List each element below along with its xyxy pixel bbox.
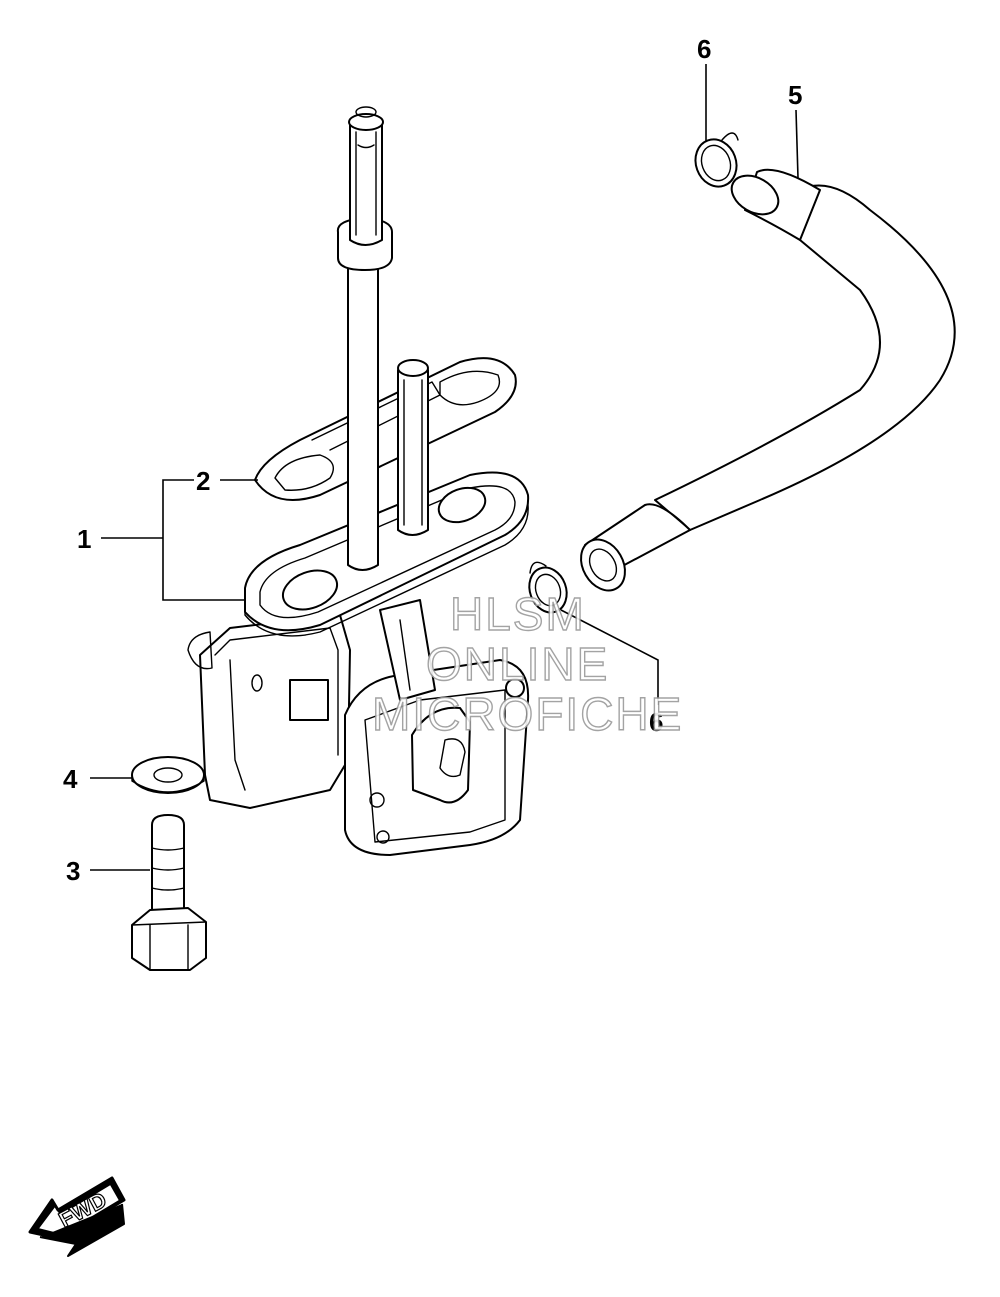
watermark: HLSM ONLINE MICROFICHE <box>371 587 683 740</box>
leader-lines <box>90 64 799 871</box>
callout-6-bottom: 6 <box>649 707 663 737</box>
callout-3: 3 <box>66 856 80 886</box>
callout-6-top: 6 <box>697 34 711 64</box>
fuel-hose-part-5[interactable] <box>572 168 956 599</box>
callout-5: 5 <box>788 80 802 110</box>
fwd-arrow-icon: FWD <box>28 1176 126 1257</box>
watermark-line-2: ONLINE <box>426 638 609 690</box>
watermark-line-3: MICROFICHE <box>372 688 683 740</box>
gasket-part-2[interactable] <box>254 357 517 501</box>
watermark-line-1: HLSM <box>450 588 586 640</box>
callout-1: 1 <box>77 524 91 554</box>
bolt-part-3[interactable] <box>131 814 207 971</box>
clip-part-6-top[interactable] <box>689 132 743 192</box>
fuel-valve-part-1[interactable] <box>187 106 530 856</box>
washer-part-4[interactable] <box>131 756 205 794</box>
callout-2: 2 <box>196 466 210 496</box>
callout-4: 4 <box>63 764 78 794</box>
clip-part-6-bottom[interactable] <box>523 561 573 618</box>
